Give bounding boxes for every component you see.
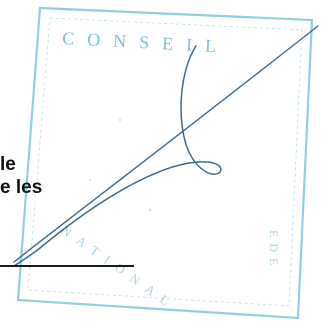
text-fragment-1-label: le [0, 154, 16, 175]
stamp-inner-border [28, 18, 302, 306]
text-fragment-1: le [0, 154, 16, 176]
stamp-lettering-top: CONSEIL [62, 28, 230, 57]
text-fragment-2-label: e les [0, 177, 42, 198]
signature-long-stroke [14, 26, 318, 262]
stamp-lettering-bottom: NATIONAL [58, 222, 179, 313]
stamp-lettering-right: EDE [267, 230, 281, 271]
stamp-border [18, 8, 312, 318]
signature-loop [14, 46, 221, 266]
text-fragment-2: e les [0, 177, 42, 199]
stamp: CONSEIL NATIONAL EDE [18, 8, 312, 318]
